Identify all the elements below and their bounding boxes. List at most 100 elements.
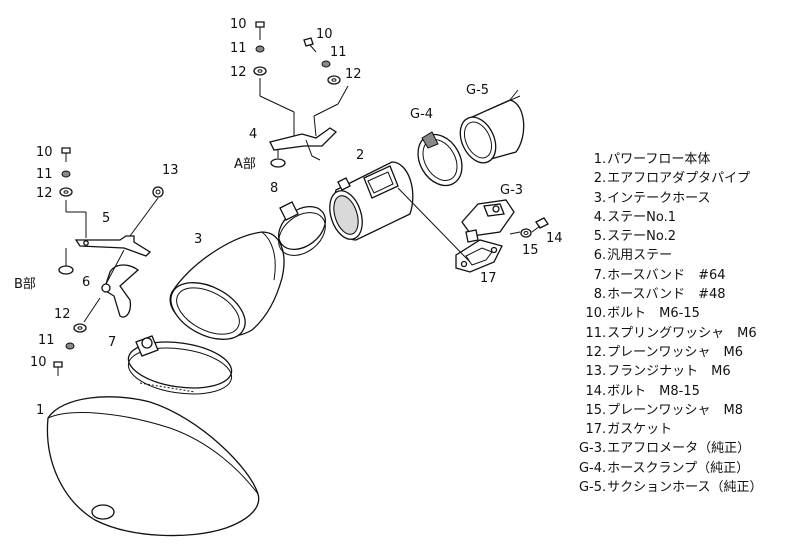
legend-item-number: 6 [593, 248, 602, 264]
legend-item-separator: . [602, 306, 607, 322]
legend-item-name: 汎用ステー [607, 248, 673, 264]
legend-item-name: エアフロアダプタパイプ [607, 171, 751, 187]
legend-item-number: 14 [585, 383, 602, 399]
callout-2: 2 [356, 148, 364, 163]
legend-item: 12.プレーンワッシャ M6 [564, 343, 763, 362]
callout-11-a: 11 [230, 41, 247, 56]
legend-item: 15.プレーンワッシャ M8 [564, 401, 763, 420]
callout-15: 15 [522, 243, 539, 258]
callout-g3: G-3 [500, 183, 523, 198]
legend-item-number: G-4 [578, 460, 602, 476]
legend-item-separator: . [602, 190, 607, 206]
legend-item-name: ボルト M6-15 [607, 306, 700, 322]
area-a-label: A部 [234, 157, 256, 172]
hardware-stack-lower-left [53, 323, 87, 376]
legend-item-separator: . [602, 480, 607, 496]
callout-labels: 10 11 12 10 11 12 4 A部 2 8 3 G-4 G-5 G-3… [14, 17, 563, 418]
part-1-powerflow-body [46, 396, 260, 537]
legend-item-number: G-3 [578, 441, 602, 457]
legend-item-number: 8 [593, 287, 602, 303]
callout-5: 5 [102, 211, 110, 226]
part-15-plain-washer-m8 [520, 228, 532, 238]
legend-item: 11.スプリングワッシャ M6 [564, 324, 763, 343]
leader-lines [65, 78, 521, 323]
callout-6: 6 [82, 275, 90, 290]
callout-1: 1 [36, 403, 44, 418]
legend-item: 14.ボルト M8-15 [564, 382, 763, 401]
legend-item-name: ホースバンド #64 [607, 267, 726, 283]
legend-item: G-3.エアフロメータ（純正） [564, 439, 763, 458]
legend-item-number: 13 [585, 364, 602, 380]
part-7-hose-band-64 [127, 335, 233, 395]
legend-item-name: ホースクランプ（純正） [607, 460, 750, 476]
callout-4: 4 [249, 127, 257, 142]
callout-8: 8 [270, 181, 278, 196]
legend-item: 7.ホースバンド #64 [564, 266, 763, 285]
legend-item: 10.ボルト M6-15 [564, 304, 763, 323]
callout-g5: G-5 [466, 83, 489, 98]
area-a-reference-circle [270, 158, 286, 168]
callout-12-a: 12 [230, 65, 247, 80]
legend-item-number: 3 [593, 190, 602, 206]
callout-7: 7 [108, 335, 116, 350]
part-17-gasket [455, 239, 503, 273]
legend-item: 5.ステーNo.2 [564, 227, 763, 246]
legend-item-name: インテークホース [607, 190, 711, 206]
callout-14: 14 [546, 231, 563, 246]
legend-item-name: ステーNo.1 [607, 209, 676, 225]
part-3-intake-hose [169, 231, 285, 340]
legend-item-name: ホースバンド #48 [607, 287, 726, 303]
legend-item-number: G-5 [578, 480, 602, 496]
callout-10-b: 10 [316, 27, 333, 42]
legend-item-name: サクションホース（純正） [607, 480, 763, 496]
legend-item-separator: . [602, 267, 607, 283]
legend-item-name: フランジナット M6 [607, 364, 731, 380]
legend-item-name: ステーNo.2 [607, 229, 676, 245]
legend-item-separator: . [602, 171, 607, 187]
legend-item: 8.ホースバンド #48 [564, 285, 763, 304]
legend-item-number: 12 [585, 344, 602, 360]
legend-item-number: 1 [593, 152, 602, 167]
part-5-stay-no2 [74, 235, 152, 257]
callout-10-d: 10 [30, 355, 47, 370]
legend-item-number: 11 [585, 325, 602, 341]
callout-13: 13 [162, 163, 179, 178]
callout-10-c: 10 [36, 145, 53, 160]
callout-12-c: 12 [36, 186, 53, 201]
callout-g4: G-4 [410, 107, 433, 122]
legend-item-name: ガスケット [607, 422, 673, 438]
legend-item-number: 7 [593, 267, 602, 283]
legend-item: 4.ステーNo.1 [564, 208, 763, 227]
legend-item-separator: . [602, 248, 607, 264]
legend-item-number: 5 [593, 229, 602, 245]
part-14-bolt-m8 [531, 217, 549, 233]
area-b-reference-circle [58, 265, 74, 275]
hardware-stack-a-right [303, 37, 341, 85]
legend-item-name: ボルト M8-15 [607, 383, 700, 399]
part-8-hose-band-48 [278, 201, 326, 256]
legend-item-number: 2 [593, 171, 602, 187]
legend-item: 13.フランジナット M6 [564, 362, 763, 381]
area-b-label: B部 [14, 277, 36, 292]
callout-10-a: 10 [230, 17, 247, 32]
legend-item-name: スプリングワッシャ M6 [607, 325, 757, 341]
legend-item-separator: . [602, 287, 607, 303]
callout-3: 3 [194, 232, 202, 247]
legend-item-number: 15 [585, 402, 602, 418]
legend-item: G-5.サクションホース（純正） [564, 478, 763, 497]
legend-item: 2.エアフロアダプタパイプ [564, 169, 763, 188]
legend-item-name: プレーンワッシャ M6 [607, 344, 743, 360]
part-g4-hose-clamp [417, 131, 463, 187]
legend-item-number: 17 [585, 422, 602, 438]
legend-item-separator: . [602, 209, 607, 225]
hardware-stack-a-left [253, 21, 267, 76]
legend-item-separator: . [602, 364, 607, 380]
legend-item-separator: . [602, 460, 607, 476]
legend-item-number: 10 [585, 306, 602, 322]
callout-11-b: 11 [330, 45, 347, 60]
callout-12-b: 12 [345, 67, 362, 82]
callout-11-c: 11 [36, 167, 53, 182]
part-4-stay-no1 [269, 127, 338, 161]
